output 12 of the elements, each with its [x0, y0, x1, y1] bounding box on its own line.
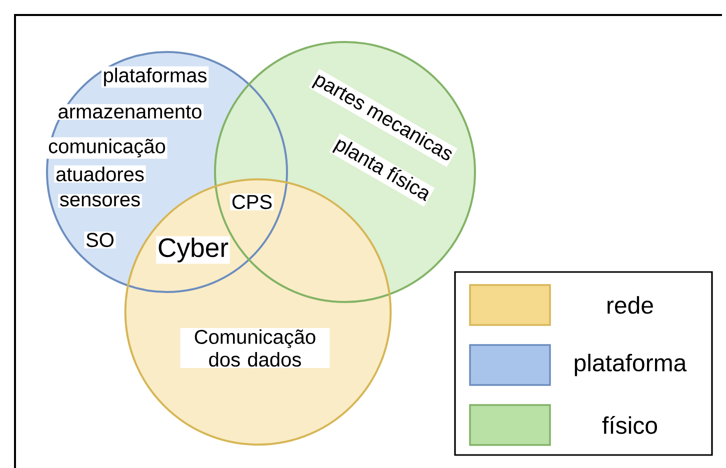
legend-label: rede: [608, 296, 653, 314]
region-label: CPS: [230, 194, 274, 210]
circle-label: SO: [84, 232, 116, 248]
legend-label: plataforma: [574, 354, 687, 376]
circle-label: sensores: [58, 194, 142, 208]
circle-label: Comunicação dos dados: [180, 328, 330, 368]
circle-label: armazenamento: [56, 104, 204, 120]
legend-label: físico: [602, 416, 657, 434]
circle-label: atuadores: [54, 165, 146, 183]
circle-label: comunicação: [46, 137, 168, 159]
region-label: Cyber: [156, 236, 230, 264]
circle-label: plataformas: [101, 66, 209, 88]
